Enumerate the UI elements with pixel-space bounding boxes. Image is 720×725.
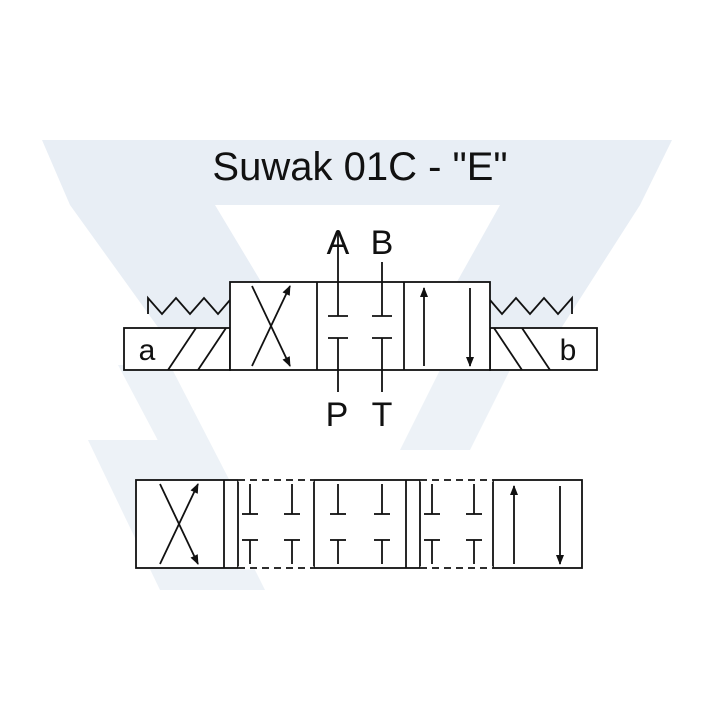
solenoid-label-left: a [139, 334, 156, 367]
cross-flow-arrow-up [251, 285, 291, 367]
main-valve-symbol [123, 230, 598, 392]
port-label-t: T [372, 396, 393, 434]
lower-cross-arrow-up [159, 483, 199, 565]
solenoid-label-right: b [560, 334, 577, 367]
transition-block [135, 479, 583, 569]
port-label-b: B [371, 224, 394, 262]
valve-main-block [229, 281, 491, 371]
port-label-p: P [326, 396, 349, 434]
solenoid-box-right [489, 327, 598, 371]
solenoid-left-slash-2 [197, 327, 227, 371]
transition-valve-symbol [135, 478, 583, 570]
solenoid-left-slash [167, 327, 197, 371]
solenoid-right-slash-2 [493, 327, 523, 371]
solenoid-right-slash [521, 327, 551, 371]
diagram-title: Suwak 01C - "E" [212, 145, 507, 189]
spring-left [147, 295, 231, 316]
spring-right [489, 295, 573, 316]
